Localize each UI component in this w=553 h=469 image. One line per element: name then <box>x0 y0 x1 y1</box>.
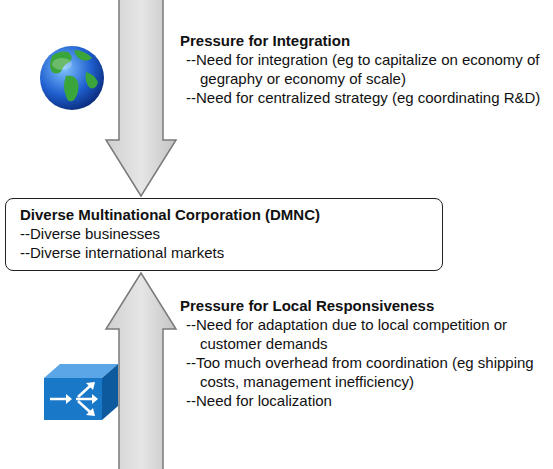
bullet-text: --Diverse businesses <box>20 224 430 243</box>
network-switch-icon <box>44 364 118 420</box>
corporation-box: Diverse Multinational Corporation (DMNC)… <box>5 198 443 271</box>
bullet-text: --Need for centralized strategy (eg coor… <box>186 88 548 107</box>
pressure-text-block: Pressure for Integration--Need for integ… <box>180 31 548 107</box>
bullet-text: --Need for adaptation due to local compe… <box>186 315 548 353</box>
bullet-text: --Need for integration (eg to capitalize… <box>186 50 548 88</box>
down-arrow <box>106 0 176 196</box>
pressure-text-block: Pressure for Local Responsiveness--Need … <box>180 296 548 410</box>
bullet-text: --Diverse international markets <box>20 243 430 262</box>
heading: Pressure for Local Responsiveness <box>180 296 548 315</box>
bullet-text: --Too much overhead from coordination (e… <box>186 353 548 391</box>
bullet-text: --Need for localization <box>186 391 548 410</box>
heading: Diverse Multinational Corporation (DMNC) <box>20 205 430 224</box>
globe-icon <box>40 46 104 110</box>
heading: Pressure for Integration <box>180 31 548 50</box>
